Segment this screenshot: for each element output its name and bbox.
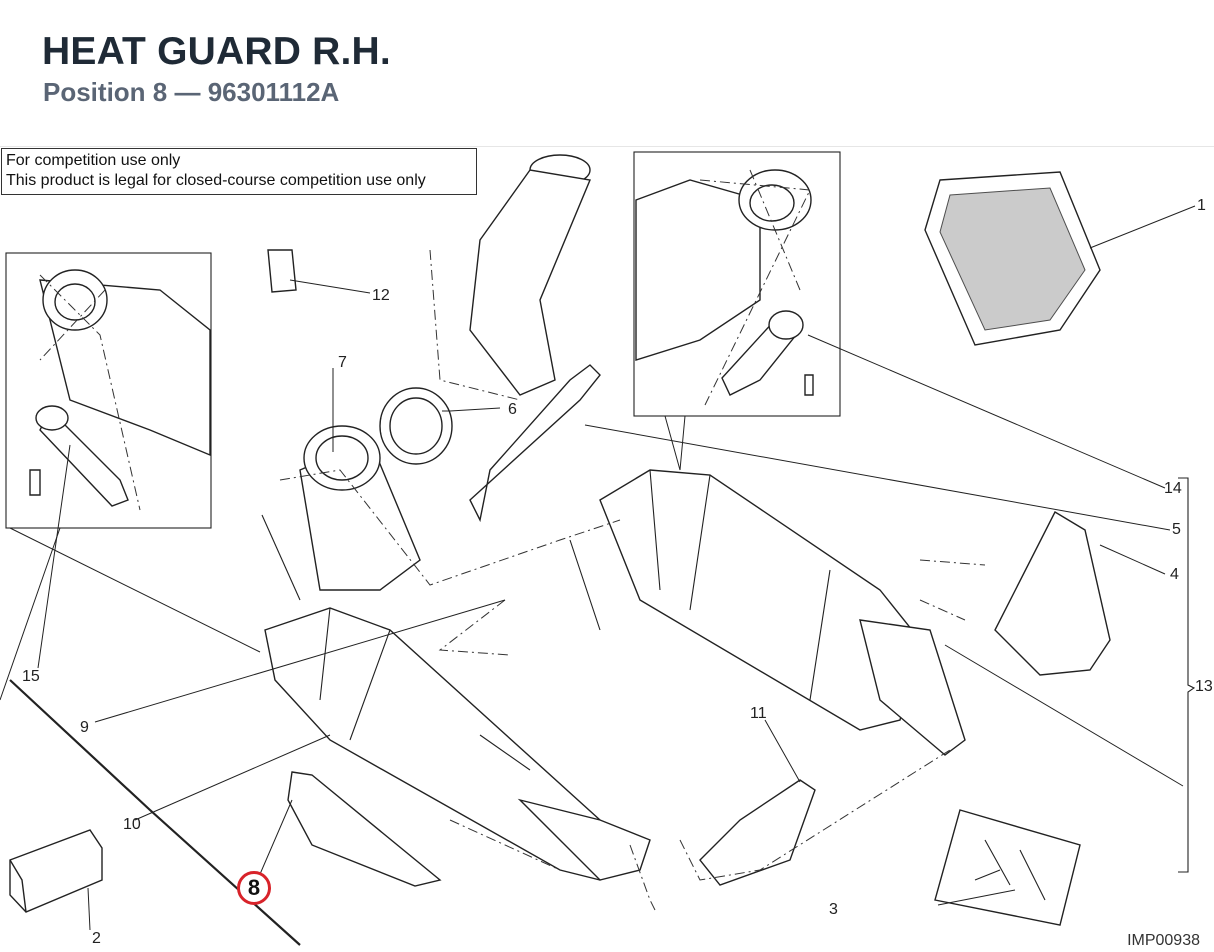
sleeve-part xyxy=(9,829,103,913)
page-title: HEAT GUARD R.H. xyxy=(42,30,391,73)
callout-11[interactable]: 11 xyxy=(750,705,767,722)
inset-detail-left xyxy=(5,252,212,529)
callout-12[interactable]: 12 xyxy=(372,287,390,304)
heat-guard-item-8 xyxy=(287,771,442,887)
notice-line-1: For competition use only xyxy=(6,152,181,169)
silencer-left xyxy=(264,607,651,881)
callout-14[interactable]: 14 xyxy=(1164,480,1182,497)
sensor-part xyxy=(267,249,297,293)
callout-7[interactable]: 7 xyxy=(338,354,347,371)
page-subtitle: Position 8 — 96301112A xyxy=(43,77,339,108)
header-divider xyxy=(0,146,1214,147)
callout-2[interactable]: 2 xyxy=(92,930,101,947)
callout-1[interactable]: 1 xyxy=(1197,197,1206,214)
inset-detail-right xyxy=(633,151,841,417)
exhaust-manifold xyxy=(299,154,591,591)
position-label: Position 8 xyxy=(43,77,168,107)
callout-3[interactable]: 3 xyxy=(829,901,838,918)
callout-15[interactable]: 15 xyxy=(22,668,40,685)
competition-notice: For competition use only This product is… xyxy=(1,148,477,195)
spring-left xyxy=(261,514,301,601)
heat-shield-mesh xyxy=(924,171,1101,346)
separator: — xyxy=(174,77,201,107)
fastener-bag xyxy=(934,809,1081,926)
callout-10[interactable]: 10 xyxy=(123,816,141,833)
part-number: 96301112A xyxy=(207,77,340,107)
image-code: IMP00938 xyxy=(1127,932,1200,949)
rear-bracket xyxy=(469,364,601,523)
callout-8-highlighted[interactable]: 8 xyxy=(237,871,271,905)
callout-4[interactable]: 4 xyxy=(1170,566,1179,583)
callout-9[interactable]: 9 xyxy=(80,719,89,736)
heat-guard-item-4 xyxy=(994,511,1111,676)
bracket-item-11 xyxy=(699,779,816,886)
callout-5[interactable]: 5 xyxy=(1172,521,1181,538)
callout-13[interactable]: 13 xyxy=(1195,678,1213,695)
callout-6[interactable]: 6 xyxy=(508,401,517,418)
silencer-right xyxy=(599,469,966,756)
spring-right xyxy=(569,539,601,631)
notice-line-2: This product is legal for closed-course … xyxy=(6,172,426,189)
